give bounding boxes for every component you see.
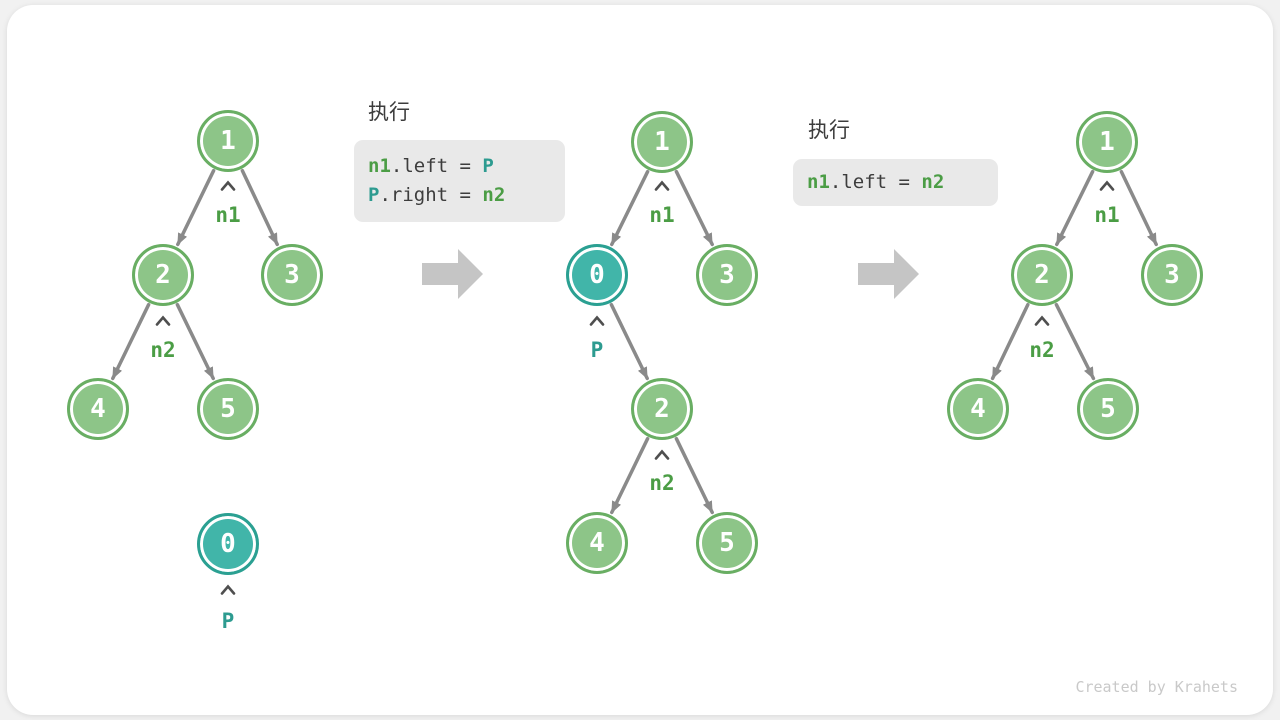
tree3-node-4: 4 — [947, 378, 1009, 440]
code-line: n1.left = P — [368, 152, 551, 181]
exec-label-2: 执行 — [808, 118, 850, 142]
tree2-pointer-n1: n1 — [649, 203, 675, 227]
tree2-node-5: 5 — [696, 512, 758, 574]
tree2-node-0: 0 — [566, 244, 628, 306]
code-var-p: P — [482, 155, 494, 177]
exec-label-1: 执行 — [368, 100, 410, 124]
code-mid: .left = — [390, 155, 483, 177]
pointer-caret-icon — [155, 315, 171, 326]
code-var-n1: n1 — [807, 171, 830, 193]
transition-arrow-icon — [422, 249, 483, 299]
code-mid: .left = — [829, 171, 922, 193]
tree3-node-1: 1 — [1076, 111, 1138, 173]
code-block-2: n1.left = n2 — [793, 159, 998, 206]
tree3-node-3: 3 — [1141, 244, 1203, 306]
transition-arrow-icon — [858, 249, 919, 299]
code-var-n2: n2 — [482, 184, 506, 206]
code-var-n1: n1 — [368, 155, 391, 177]
code-line: n1.left = n2 — [807, 168, 984, 197]
pointer-caret-icon — [220, 180, 236, 191]
tree2-node-3: 3 — [696, 244, 758, 306]
pointer-caret-icon — [220, 584, 236, 595]
pointer-caret-icon — [589, 315, 605, 326]
tree1-node-4: 4 — [67, 378, 129, 440]
tree3-node-5: 5 — [1077, 378, 1139, 440]
tree2-node-4: 4 — [566, 512, 628, 574]
pointer-caret-icon — [654, 180, 670, 191]
tree2-node-2: 2 — [631, 378, 693, 440]
tree1-node-3: 3 — [261, 244, 323, 306]
tree3-pointer-n2: n2 — [1029, 338, 1055, 362]
watermark-credit: Created by Krahets — [1075, 678, 1238, 696]
tree3-node-2: 2 — [1011, 244, 1073, 306]
pointer-caret-icon — [654, 449, 670, 460]
tree2-pointer-p: P — [590, 338, 604, 362]
tree3-pointer-n1: n1 — [1094, 203, 1120, 227]
code-var-n2: n2 — [921, 171, 945, 193]
pointer-caret-icon — [1034, 315, 1050, 326]
code-var-p: P — [368, 184, 380, 206]
code-mid: .right = — [379, 184, 483, 206]
tree1-node-1: 1 — [197, 110, 259, 172]
code-block-1: n1.left = P P.right = n2 — [354, 140, 565, 222]
tree1-pointer-n1: n1 — [215, 203, 241, 227]
tree2-node-1: 1 — [631, 111, 693, 173]
tree2-pointer-n2: n2 — [649, 471, 675, 495]
tree1-pointer-n2: n2 — [150, 338, 176, 362]
pointer-caret-icon — [1099, 180, 1115, 191]
code-line: P.right = n2 — [368, 181, 551, 210]
tree1-node-0: 0 — [197, 513, 259, 575]
tree1-pointer-p: P — [221, 609, 235, 633]
tree1-node-2: 2 — [132, 244, 194, 306]
tree1-node-5: 5 — [197, 378, 259, 440]
